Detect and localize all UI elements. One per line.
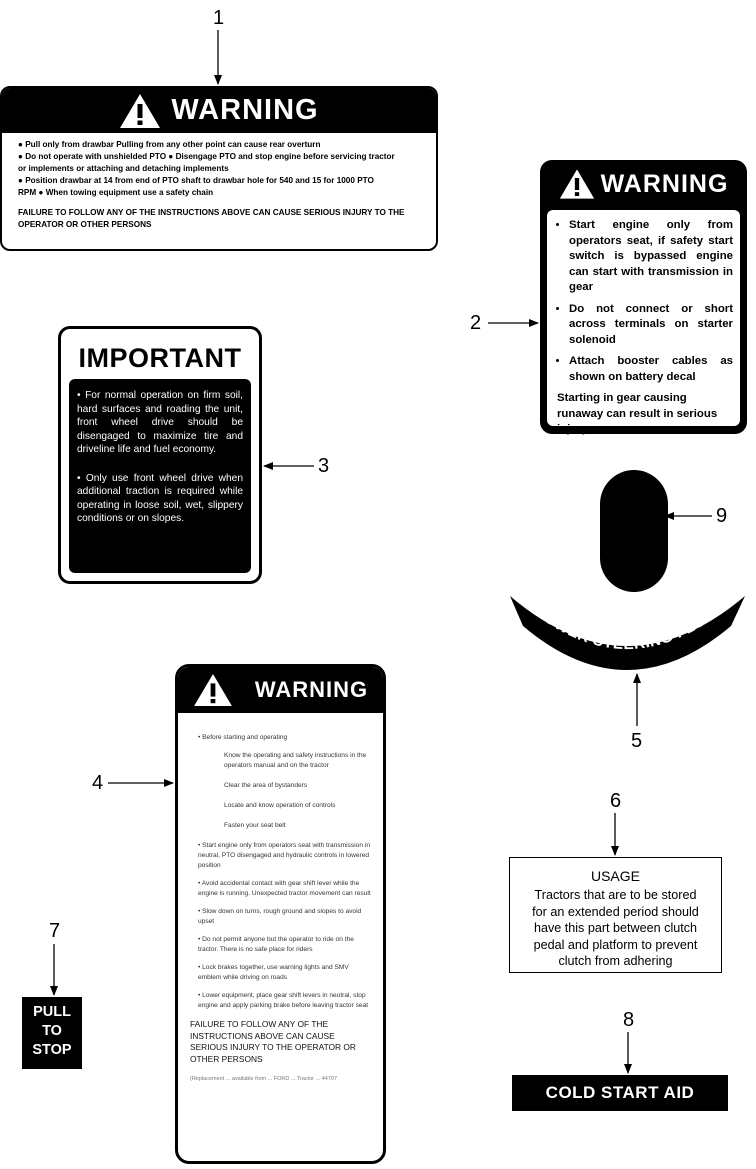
decal-2-failure-text: Starting in gear causing runaway can res… [557, 392, 718, 435]
decal-2-title: WARNING [600, 169, 729, 198]
decal-1-line: or implements or attaching and detaching… [18, 164, 229, 173]
decal-3-panel: • For normal operation on firm soil, har… [69, 379, 251, 573]
callout-5: 5 [631, 730, 643, 752]
callout-3: 3 [318, 455, 330, 477]
callout-9: 9 [716, 505, 728, 527]
decal-4-operating-warning: WARNING • Before starting and operating … [175, 664, 386, 1164]
decal-6-line: Tractors that are to be stored [534, 888, 697, 902]
decal-2-header: WARNING [540, 160, 747, 208]
decal-4-failure-text: FAILURE TO FOLLOW ANY OF THE INSTRUCTION… [190, 1019, 356, 1064]
callout-1: 1 [213, 7, 225, 29]
decal-1-line: ● Pull only from drawbar Pulling from an… [18, 140, 321, 149]
decal-1-line: RPM ● When towing equipment use a safety… [18, 188, 214, 197]
decal-4-item: • Lower equipment, place gear shift leve… [198, 992, 369, 1009]
decal-4-header: WARNING [178, 667, 383, 713]
warning-triangle-icon [559, 169, 594, 199]
decal-1-drawbar-warning: WARNING ● Pull only from drawbar Pulling… [0, 86, 438, 251]
decal-6-usage: USAGE Tractors that are to be stored for… [509, 857, 722, 973]
decal-4-subitem: Fasten your seat belt [224, 822, 286, 829]
decal-8-text: COLD START AID [545, 1083, 695, 1102]
decal-4-subitem: Know the operating and safety instructio… [224, 752, 367, 769]
decal-4-item: • Start engine only from operators seat … [198, 842, 370, 869]
decal-4-item: • Lock brakes together, use warning ligh… [198, 964, 349, 981]
decal-7-line: TO [42, 1023, 62, 1039]
callout-6: 6 [610, 790, 622, 812]
callout-7: 7 [49, 920, 61, 942]
decal-1-line: ● Do not operate with unshielded PTO ● D… [18, 152, 395, 161]
warning-triangle-icon [120, 93, 161, 128]
decal-4-title: WARNING [254, 677, 369, 702]
decal-5-power-steering-fluid: POWER STEERING FLUID [510, 596, 745, 670]
decal-7-line: PULL [33, 1004, 71, 1020]
callout-2: 2 [470, 312, 482, 334]
decal-6-line: have this part between clutch [533, 921, 698, 935]
decal-9-oval [600, 470, 668, 592]
decal-4-item: • Avoid accidental contact with gear shi… [198, 880, 371, 897]
decal-6-line: clutch from adhering [558, 954, 673, 968]
decal-4-subitem: Locate and know operation of controls [224, 802, 336, 809]
decal-1-title: WARNING [171, 94, 319, 126]
decal-2-bullet: Start engine only from operators seat, i… [569, 218, 733, 296]
decal-2-bullet: Do not connect or short across terminals… [569, 302, 733, 349]
decal-2-starter-warning: WARNING Start engine only from operators… [540, 160, 747, 435]
decal-2-bullet: Attach booster cables as shown on batter… [569, 354, 733, 385]
decal-4-fine-print: (Replacement ... available from ... FORD… [190, 1076, 338, 1082]
decal-4-item: • Slow down on turns, rough ground and s… [198, 908, 362, 925]
decal-3-paragraph: • For normal operation on firm soil, har… [77, 390, 243, 455]
decal-3-paragraph: • Only use front wheel drive when additi… [77, 472, 243, 525]
decal-1-failure-text: FAILURE TO FOLLOW ANY OF THE INSTRUCTION… [18, 208, 405, 229]
decal-4-item: • Before starting and operating [198, 734, 288, 741]
decal-1-header: WARNING [2, 88, 436, 133]
warning-triangle-icon [193, 673, 232, 707]
decal-7-pull-to-stop: PULL TO STOP [22, 997, 82, 1069]
decal-1-line: ● Position drawbar at 14 from end of PTO… [18, 176, 374, 185]
decal-7-line: STOP [32, 1042, 72, 1058]
decal-6-title: USAGE [590, 868, 640, 884]
decal-4-item: • Do not permit anyone but the operator … [198, 936, 354, 953]
callout-8: 8 [623, 1009, 635, 1031]
decal-6-line: for an extended period should [532, 904, 699, 919]
decal-3-title: IMPORTANT [78, 343, 242, 373]
decal-3-important: IMPORTANT • For normal operation on firm… [58, 326, 262, 584]
decal-2-panel: Start engine only from operators seat, i… [547, 210, 740, 435]
decal-8-cold-start-aid: COLD START AID [512, 1075, 728, 1111]
callout-4: 4 [92, 772, 104, 794]
decal-6-line: pedal and platform to prevent [533, 937, 698, 952]
decal-4-subitem: Clear the area of bystanders [224, 782, 308, 789]
